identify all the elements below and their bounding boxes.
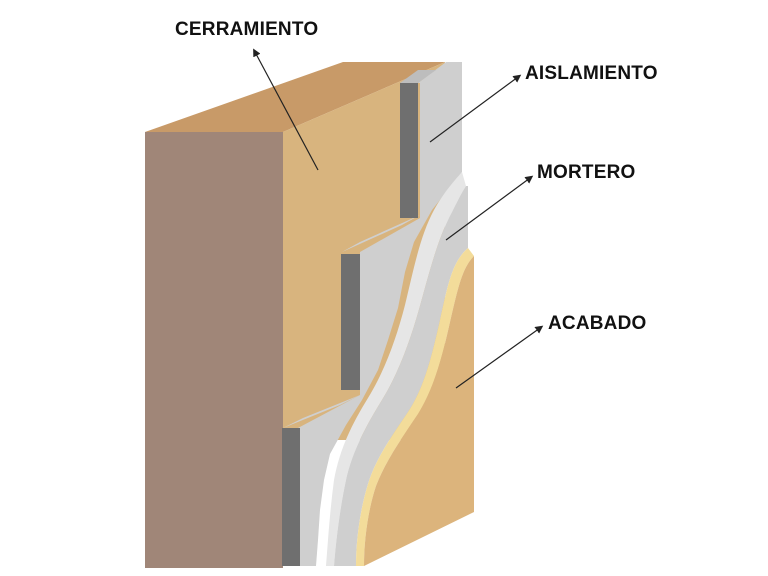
insulation-edge-bottom bbox=[282, 428, 300, 566]
insulation-top-cap bbox=[400, 70, 436, 83]
insulation-face bbox=[298, 62, 462, 566]
leader-line-aislamiento bbox=[429, 74, 522, 143]
insulation-edge-top bbox=[400, 83, 418, 218]
finish-face bbox=[364, 256, 474, 566]
brick-top-face bbox=[145, 62, 445, 132]
label-cerramiento: CERRAMIENTO bbox=[175, 19, 319, 40]
mortar-band bbox=[326, 172, 466, 566]
finish-edge bbox=[356, 248, 474, 566]
label-mortero: MORTERO bbox=[537, 162, 636, 183]
insulation-step-top bbox=[283, 395, 360, 428]
brick-front-face bbox=[145, 132, 283, 568]
mortar-face bbox=[334, 186, 468, 566]
label-acabado: ACABADO bbox=[548, 313, 647, 334]
leader-line-mortero bbox=[445, 175, 534, 241]
label-aislamiento: AISLAMIENTO bbox=[525, 63, 658, 84]
insulation-edge-mid bbox=[341, 254, 360, 390]
leader-line-cerramiento bbox=[253, 48, 319, 171]
leader-line-acabado bbox=[455, 325, 544, 389]
insulation-step-mid bbox=[342, 215, 420, 252]
